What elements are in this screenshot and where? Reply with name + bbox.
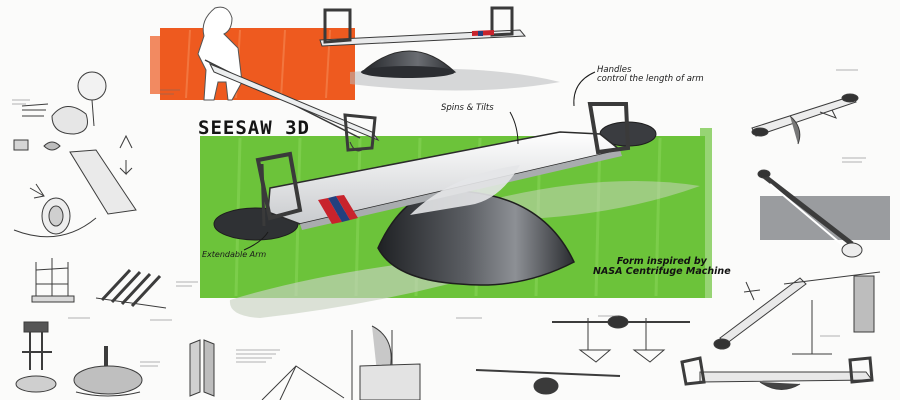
sketch-title: SEESAW 3D xyxy=(198,117,310,139)
top-seesaw-sketch xyxy=(319,6,560,91)
annotation-handles-line2: control the length of arm xyxy=(597,74,704,85)
child-figure-sketch xyxy=(197,6,380,152)
scribble-notes xyxy=(12,69,866,367)
annotation-handles: Handles control the length of arm xyxy=(597,65,704,85)
annotation-form-inspiration: Form inspired by NASA Centrifuge Machine xyxy=(593,256,731,278)
annotation-handles-line1: Handles xyxy=(597,65,632,75)
bottom-sketches xyxy=(261,315,874,400)
left-sketches xyxy=(13,71,215,397)
annotation-leaders xyxy=(243,71,596,251)
annotation-extendable-arm: Extendable Arm xyxy=(202,250,267,259)
annotation-form-line2: NASA Centrifuge Machine xyxy=(593,266,731,278)
main-seesaw-render xyxy=(213,102,700,318)
annotation-form-line1: Form inspired by xyxy=(616,256,707,267)
right-sketches xyxy=(713,93,890,355)
annotation-spins-tilts: Spins & Tilts xyxy=(441,103,494,113)
